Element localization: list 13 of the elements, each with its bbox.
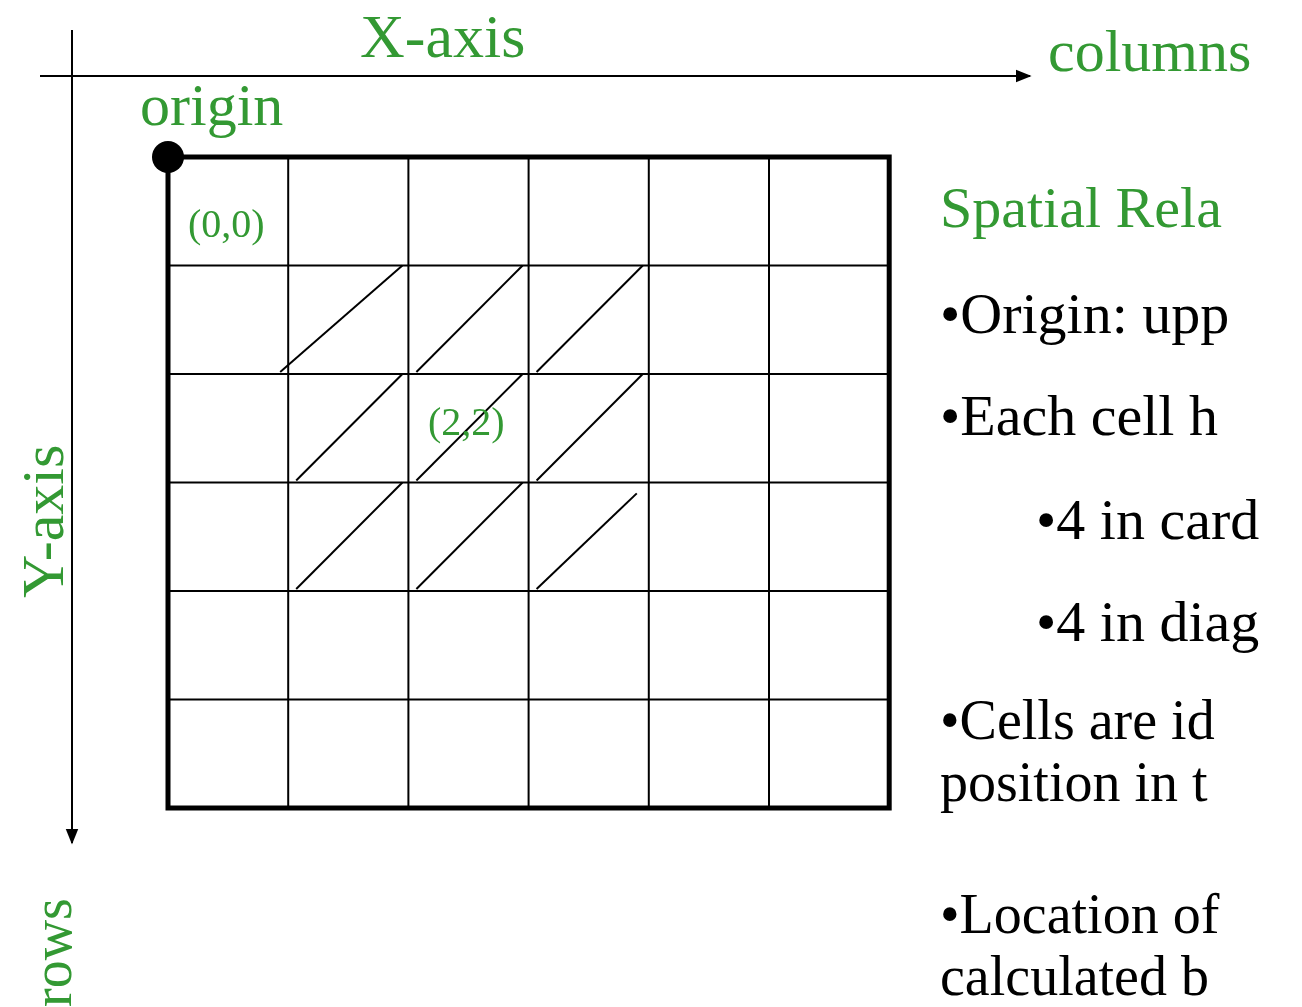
bullet-text: •4 in card [1036, 488, 1260, 552]
origin-label: origin [140, 72, 284, 138]
axis-title: Y-axis [10, 444, 76, 598]
bullet-text: •Cells are id position in t [940, 690, 1216, 814]
bullet-text: •Origin: upp [940, 282, 1230, 346]
axis-label: rows [22, 898, 84, 1007]
bullet-text: •4 in diag [1036, 590, 1260, 654]
heading: Spatial Rela [940, 176, 1222, 240]
axis-label: columns [1048, 18, 1252, 84]
bullet-text: •Each cell h [940, 384, 1218, 448]
bullet-text: •Location of calculated b [940, 884, 1221, 1007]
coordinate-label: (0,0) [188, 202, 265, 246]
axis-title: X-axis [360, 2, 526, 71]
